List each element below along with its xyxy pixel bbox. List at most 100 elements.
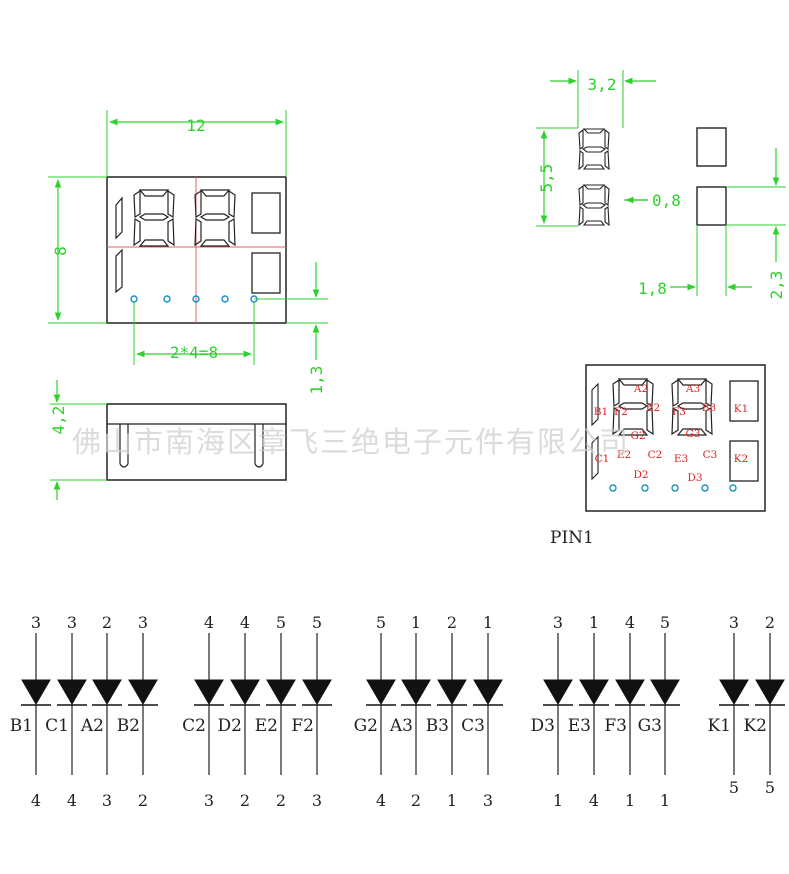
dim-pin-offset: 1,3: [254, 262, 328, 394]
pin-number-top: 2: [102, 613, 112, 632]
pin-number-top: 5: [312, 613, 322, 632]
pin-number-bottom: 4: [67, 791, 77, 810]
segment-label-c2: C2: [648, 449, 663, 461]
pin1-label: PIN1: [550, 528, 594, 548]
diode-f2: 5 3 F2: [291, 613, 332, 810]
pin-number-top: 4: [625, 613, 635, 632]
diode-label: B1: [10, 716, 33, 736]
diode-label: A2: [80, 716, 104, 736]
diode-label: F2: [291, 716, 314, 736]
pin-number-top: 4: [240, 613, 250, 632]
pin-number-top: 3: [553, 613, 563, 632]
dim-segment-width-label: 0,8: [652, 191, 681, 210]
pin-number-bottom: 3: [483, 791, 493, 810]
segment-label-a2: A2: [633, 383, 648, 395]
diode-a2: 2 3 A2: [80, 613, 122, 810]
diode-label: E3: [568, 716, 591, 736]
pin-number-top: 2: [447, 613, 457, 632]
diode-label: B2: [117, 716, 140, 736]
segment-label-g2: G2: [630, 430, 645, 442]
front-view: [106, 176, 287, 324]
diode-b2: 3 2 B2: [117, 613, 158, 810]
pin-number-top: 1: [411, 613, 421, 632]
diode-label: C1: [45, 716, 69, 736]
pin-number-bottom: 2: [240, 791, 250, 810]
diode-d2: 4 2 D2: [218, 613, 260, 810]
dim-height-label: 8: [51, 246, 70, 256]
diode-label: D2: [218, 716, 242, 736]
digit-detail: [578, 127, 727, 226]
diode-label: D3: [531, 716, 555, 736]
diode-label: K1: [707, 716, 731, 736]
segment-label-f2: F2: [614, 406, 628, 418]
segment-label-k2: K2: [734, 453, 749, 465]
dim-pitch-label: 2*4=8: [170, 343, 218, 362]
dim-height: 8: [48, 176, 107, 324]
dim-digit-width-label: 3,2: [588, 75, 617, 94]
diode-c2: 4 3 C2: [182, 613, 224, 810]
watermark: 佛山市南海区章飞三绝电子元件有限公司: [72, 425, 630, 459]
pinout-view: [585, 364, 766, 512]
pin-number-bottom: 1: [660, 791, 670, 810]
segment-label-b2: B2: [646, 402, 660, 414]
dim-indicator-width-label: 1,8: [638, 279, 667, 298]
pin-number-bottom: 4: [31, 791, 41, 810]
dim-depth: 4,2: [49, 380, 107, 500]
pin-number-bottom: 4: [589, 791, 599, 810]
dim-pin-offset-label: 1,3: [307, 366, 326, 395]
dim-width-label: 12: [186, 116, 205, 135]
diode-label: C2: [182, 716, 206, 736]
dim-width: 12: [106, 110, 287, 177]
segment-label-c1: C1: [595, 453, 610, 465]
pin-number-bottom: 3: [102, 791, 112, 810]
segment-label-d2: D2: [633, 469, 648, 481]
segment-label-e3: E3: [674, 453, 688, 465]
pin-number-top: 1: [589, 613, 599, 632]
pin-number-bottom: 2: [276, 791, 286, 810]
diode-label: C3: [461, 716, 485, 736]
diode-e3: 1 4 E3: [568, 613, 609, 810]
segment-label-k1: K1: [734, 403, 749, 415]
diode-c1: 3 4 C1: [45, 613, 87, 810]
pin-number-top: 5: [276, 613, 286, 632]
dim-indicator-width: 1,8: [638, 225, 752, 298]
dim-digit-height-label: 5,5: [537, 164, 556, 193]
pin-number-bottom: 4: [376, 791, 386, 810]
pin-number-top: 3: [67, 613, 77, 632]
segment-label-g3: G3: [685, 428, 700, 440]
pin-number-bottom: 3: [204, 791, 214, 810]
pin-number-bottom: 2: [138, 791, 148, 810]
pin-number-bottom: 5: [729, 778, 739, 797]
segment-label-d3: D3: [687, 472, 702, 484]
segment-label-e2: E2: [617, 449, 631, 461]
segment-label-c3: C3: [703, 449, 718, 461]
diode-label: G3: [638, 716, 662, 736]
segment-label-b1: B1: [594, 406, 608, 418]
diode-label: A3: [389, 716, 413, 736]
diode-label: F3: [604, 716, 627, 736]
side-view: [106, 403, 287, 481]
pin-number-bottom: 3: [312, 791, 322, 810]
pin-number-top: 5: [376, 613, 386, 632]
dim-depth-label: 4,2: [49, 406, 68, 435]
dim-segment-width: 0,8: [624, 191, 681, 210]
dim-digit-width: 3,2: [550, 70, 656, 128]
pin-number-top: 3: [138, 613, 148, 632]
diode-label: K2: [743, 716, 767, 736]
segment-label-b3: B3: [702, 402, 716, 414]
pin-number-top: 4: [204, 613, 214, 632]
segment-label-a3: A3: [685, 383, 700, 395]
diode-label: B3: [426, 716, 449, 736]
